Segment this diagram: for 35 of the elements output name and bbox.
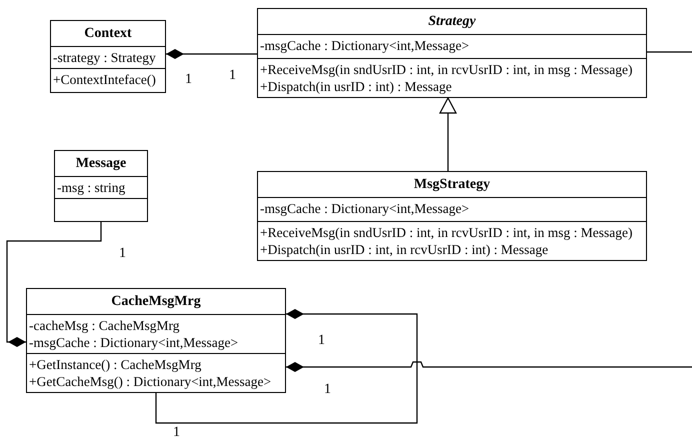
method-text: +ReceiveMsg(in sndUsrID : int, in rcvUsrID : int, in msg : Message): [260, 224, 632, 241]
class-box: [257, 8, 647, 98]
class-name: CacheMsgMrg: [110, 293, 202, 311]
class-name: Message: [74, 155, 128, 173]
method-text: +Dispatch(in usrID : int, in rcvUsrID : int) : Message: [260, 241, 548, 258]
class-box: [50, 20, 166, 93]
multiplicity-label: 1: [318, 333, 325, 349]
multiplicity-label: 1: [185, 72, 192, 88]
multiplicity-label: 1: [324, 382, 331, 398]
method-text: +GetInstance() : CacheMsgMrg: [29, 356, 202, 373]
composition-line: [155, 309, 418, 424]
class-name: Context: [83, 25, 133, 43]
class-box: [54, 150, 148, 222]
class-name: Strategy: [427, 13, 477, 31]
method-text: +ReceiveMsg(in sndUsrID : int, in rcvUsrID : int, in msg : Message): [260, 61, 632, 78]
attribute-text: -cacheMsg : CacheMsgMrg: [29, 317, 180, 334]
multiplicity-label: 1: [229, 68, 236, 84]
multiplicity-label: 1: [119, 246, 126, 262]
composition-line: [166, 49, 257, 59]
generalization-arrow: [439, 97, 457, 171]
class-name: MsgStrategy: [412, 176, 492, 194]
composition-line: [6, 222, 102, 347]
association-line: [647, 51, 692, 53]
attribute-text: -msgCache : Dictionary<int,Message>: [260, 200, 470, 217]
class-box: [257, 171, 647, 261]
multiplicity-label: 1: [173, 425, 180, 441]
composition-line: [286, 361, 692, 372]
attribute-text: -msgCache : Dictionary<int,Message>: [260, 37, 470, 54]
attribute-text: -strategy : Strategy: [53, 49, 156, 66]
class-box: [26, 288, 286, 393]
attribute-text: -msgCache : Dictionary<int,Message>: [29, 334, 238, 351]
method-text: +GetCacheMsg() : Dictionary<int,Message>: [29, 373, 272, 390]
method-text: +Dispatch(in usrID : int) : Message: [260, 78, 452, 95]
method-text: +ContextInteface(): [53, 71, 156, 88]
attribute-text: -msg : string: [57, 179, 126, 196]
